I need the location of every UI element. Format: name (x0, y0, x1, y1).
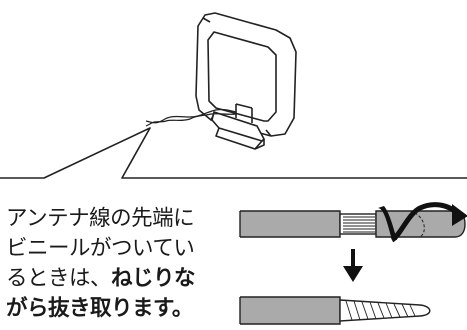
down-arrow-icon (343, 249, 363, 282)
lead-wire-icon (145, 108, 237, 127)
stripped-wire-icon (239, 296, 431, 325)
instruction-line-1: アンテナ線の先端に (6, 206, 195, 231)
instruction-line-4-bold: がら抜き取ります。 (6, 296, 193, 321)
instruction-line-3: るときは、 (6, 266, 112, 291)
callout-bubble-icon (0, 127, 467, 179)
loop-antenna-icon (195, 12, 297, 150)
twist-arrow-icon (378, 202, 467, 243)
insulated-wire-icon (239, 210, 466, 238)
instruction-text: アンテナ線の先端に ビニールがついてい るときは、ねじりな がら抜き取ります。 (6, 204, 242, 324)
instruction-line-3-bold: ねじりな (111, 266, 196, 291)
instruction-line-2: ビニールがついてい (6, 236, 195, 261)
